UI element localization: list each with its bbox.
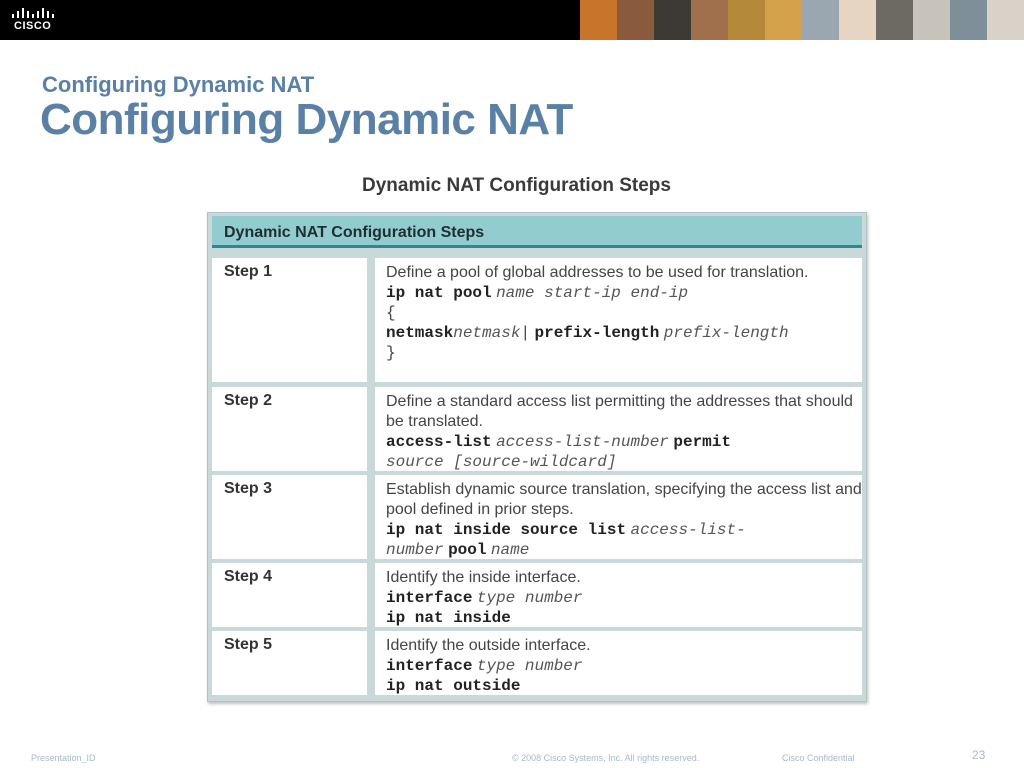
slide-title: Configuring Dynamic NAT: [40, 95, 573, 144]
step-description-cell: Define a standard access list permitting…: [375, 387, 862, 471]
step-label: Step 2: [224, 392, 273, 409]
logo-wordmark: CISCO: [14, 20, 52, 32]
footer-copyright: © 2008 Cisco Systems, Inc. All rights re…: [512, 753, 700, 763]
table-header-label: Dynamic NAT Configuration Steps: [224, 224, 485, 241]
command-keyword: interface: [386, 589, 473, 607]
step-label-cell: Step 4: [212, 563, 371, 627]
command-keyword: permit: [673, 433, 731, 451]
command-keyword: ip nat inside: [386, 609, 511, 627]
step-label: Step 3: [224, 480, 273, 497]
step-description: Identify the inside interface.: [386, 569, 581, 586]
command-keyword: ip nat pool: [386, 284, 492, 302]
step-label-cell: Step 2: [212, 387, 371, 471]
command-argument: name: [490, 541, 530, 559]
command-argument: number: [386, 541, 444, 559]
table-row-step-4: Step 4 Identify the inside interface. in…: [212, 563, 862, 627]
figure-caption: Dynamic NAT Configuration Steps: [362, 175, 671, 196]
command-keyword: prefix-length: [534, 324, 660, 342]
step-label: Step 5: [224, 636, 273, 653]
footer-confidential: Cisco Confidential: [782, 753, 855, 763]
command-keyword: access-list: [386, 433, 492, 451]
nat-steps-table: Dynamic NAT Configuration Steps Step 1 D…: [207, 212, 867, 702]
command-keyword: ip nat outside: [386, 677, 521, 695]
command-brace: {: [386, 304, 396, 322]
command-argument: type number: [476, 589, 583, 607]
command-argument: prefix-length: [663, 324, 789, 342]
step-description-cell: Define a pool of global addresses to be …: [375, 258, 862, 382]
table-row-step-1: Step 1 Define a pool of global addresses…: [212, 258, 862, 382]
command-keyword: ip nat inside source list: [386, 521, 627, 539]
table-row-step-3: Step 3 Establish dynamic source translat…: [212, 475, 862, 559]
command-keyword: netmask: [386, 324, 454, 342]
command-argument: netmask: [453, 324, 521, 342]
top-banner: CISCO: [0, 0, 1024, 40]
step-label-cell: Step 5: [212, 631, 371, 695]
step-description: Define a pool of global addresses to be …: [386, 264, 809, 281]
command-keyword: interface: [386, 657, 473, 675]
cisco-logo: CISCO: [10, 6, 58, 34]
page-number: 23: [972, 748, 986, 762]
command-argument: access-list-number: [496, 433, 669, 451]
slide-pretitle: Configuring Dynamic NAT: [42, 72, 315, 97]
command-argument: source [source-wildcard]: [386, 453, 617, 471]
command-separator: |: [520, 324, 531, 342]
step-description-cell: Establish dynamic source translation, sp…: [375, 475, 862, 559]
command-argument: type number: [476, 657, 583, 675]
step-description: Define a standard access list permitting…: [386, 393, 853, 430]
step-label-cell: Step 1: [212, 258, 371, 382]
step-description-cell: Identify the inside interface. interface…: [375, 563, 862, 627]
step-description: Identify the outside interface.: [386, 637, 591, 654]
command-brace: }: [386, 344, 396, 362]
command-argument: name start-ip end-ip: [496, 284, 689, 302]
cisco-bridge-icon: [12, 6, 56, 18]
banner-photo-strip: [580, 0, 1024, 40]
step-label: Step 4: [224, 568, 273, 585]
table-header: Dynamic NAT Configuration Steps: [212, 216, 862, 248]
step-description: Establish dynamic source translation, sp…: [386, 481, 862, 518]
table-row-step-2: Step 2 Define a standard access list per…: [212, 387, 862, 471]
table-row-step-5: Step 5 Identify the outside interface. i…: [212, 631, 862, 695]
command-keyword: pool: [448, 541, 487, 559]
command-argument: access-list-: [630, 521, 746, 539]
step-label: Step 1: [224, 263, 273, 280]
step-label-cell: Step 3: [212, 475, 371, 559]
footer-presentation-id: Presentation_ID: [31, 753, 96, 763]
step-description-cell: Identify the outside interface. interfac…: [375, 631, 862, 695]
